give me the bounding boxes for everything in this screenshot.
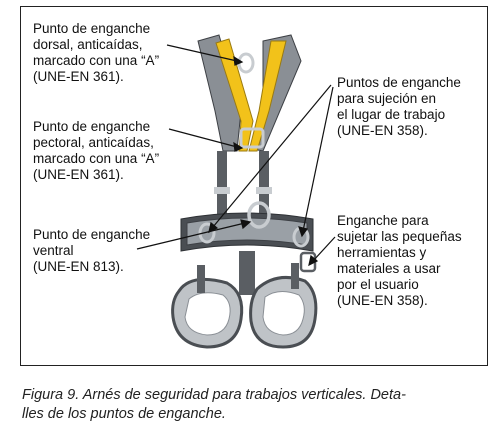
label-dorsal: Punto de enganche dorsal, anticaídas, ma… — [33, 21, 160, 84]
label-herramientas: Enganche para sujetar las pequeñas herra… — [337, 213, 462, 308]
leader-sujecion-1 — [212, 84, 332, 228]
leader-dorsal — [166, 44, 238, 62]
right-vertical-strap — [259, 151, 269, 215]
arrow-ventral — [240, 219, 252, 230]
figure-frame: Punto de enganche dorsal, anticaídas, ma… — [20, 6, 488, 366]
leader-ventral — [136, 222, 246, 250]
left-yellow-strap — [215, 38, 254, 152]
pectoral-buckle — [239, 127, 265, 149]
figure-caption: Figura 9. Arnés de seguridad para trabaj… — [22, 387, 406, 422]
label-ventral: Punto de enganche ventral (UNE-EN 813). — [33, 227, 151, 274]
label-pectoral: Punto de enganche pectoral, anticaídas, … — [33, 119, 160, 182]
arrow-sujecion-2 — [298, 226, 309, 238]
arrow-sujecion-1 — [208, 221, 219, 234]
ventral-ring — [247, 201, 271, 229]
harness-illustration — [136, 34, 336, 349]
left-leg-inner — [184, 292, 231, 336]
left-leg-strap — [197, 265, 205, 293]
right-strap-buckle — [256, 187, 272, 194]
label-sujecion: Puntos de enganche para sujeción en el l… — [337, 75, 461, 138]
center-bridge-strap — [239, 251, 255, 295]
leader-sujecion-2 — [302, 86, 334, 232]
left-side-ring — [198, 222, 216, 244]
arrow-pectoral — [233, 141, 244, 152]
left-shoulder-pad — [197, 34, 242, 152]
right-yellow-strap — [248, 40, 287, 152]
leader-herramientas — [312, 236, 336, 262]
waist-pad — [186, 217, 308, 246]
right-leg-inner — [262, 291, 305, 336]
right-leg-strap — [291, 263, 299, 289]
leader-pectoral — [168, 128, 238, 148]
left-strap-buckle — [214, 187, 230, 194]
left-vertical-strap — [217, 151, 227, 215]
arrow-dorsal — [233, 55, 244, 66]
arrow-herramientas — [308, 254, 319, 267]
